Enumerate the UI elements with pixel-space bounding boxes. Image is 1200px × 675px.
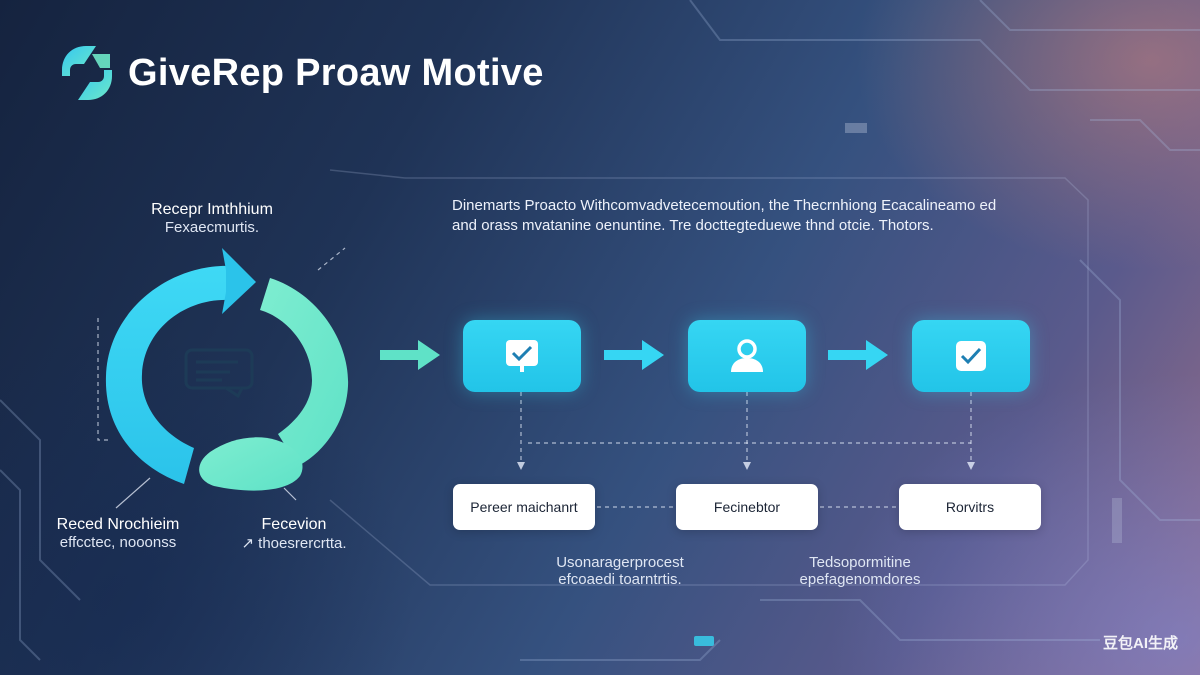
step-box-2	[688, 320, 806, 392]
cycle-top-label-line1: Recepr Imthhium	[151, 201, 273, 218]
monitor-check-icon	[506, 340, 538, 372]
user-icon	[731, 339, 763, 372]
cycle-arrow-head	[222, 248, 256, 314]
cycle-top-label-line2: Fexaecmurtis.	[164, 219, 260, 236]
description-line2: and orass mvatanine oenuntine. Tre doctt…	[452, 217, 934, 234]
output-box-3: Rorvitrs	[899, 484, 1041, 530]
cycle-left-label-line1: Reced Nrochieim	[56, 516, 180, 533]
message-icon	[184, 348, 254, 399]
arrow-right-icon	[604, 340, 664, 370]
output-box-1: Pereer maichanrt	[453, 484, 595, 530]
cycle-right-label-line1: Fecevion	[261, 516, 327, 533]
cycle-segment-blue	[105, 265, 230, 484]
arrow-right-icon	[828, 340, 888, 370]
brand-header: GiveRep Proaw Motive	[56, 42, 544, 104]
note-2-line1: Tedsopormitine	[809, 554, 911, 571]
checkbox-icon	[956, 341, 986, 371]
description-line1: Dinemarts Proacto Withcomvadvetecemoutio…	[452, 197, 997, 214]
cycle-segment-green	[260, 278, 349, 466]
note-2-line2: epefagenomdores	[799, 571, 921, 588]
cycle-left-label: Reced Nrochieim effcctec, nooonss	[38, 516, 198, 551]
process-description: Dinemarts Proacto Withcomvadvetecemoutio…	[452, 196, 996, 236]
arrow-right-icon	[380, 340, 440, 370]
note-1: Usonaragerprocest efcoaedi toarntrtis.	[535, 554, 705, 588]
cycle-right-label: Fecevion ↗ thoesrercrtta.	[230, 516, 358, 552]
output-box-2: Fecinebtor	[676, 484, 818, 530]
cycle-top-label: Recepr Imthhium Fexaecmurtis.	[122, 201, 302, 236]
brand-logo-icon	[62, 46, 112, 100]
watermark: 豆包AI生成	[1102, 635, 1178, 652]
cycle-diagram	[105, 248, 349, 491]
note-2: Tedsopormitine epefagenomdores	[780, 554, 940, 588]
step-box-1	[463, 320, 581, 392]
cycle-segment-green-bottom	[199, 437, 303, 491]
cycle-right-label-line2: ↗ thoesrercrtta.	[241, 535, 347, 552]
page-title: GiveRep Proaw Motive	[128, 51, 544, 94]
cycle-left-label-line2: effcctec, nooonss	[59, 534, 177, 551]
note-1-line2: efcoaedi toarntrtis.	[558, 571, 682, 588]
note-1-line1: Usonaragerprocest	[556, 554, 684, 571]
step-box-3	[912, 320, 1030, 392]
